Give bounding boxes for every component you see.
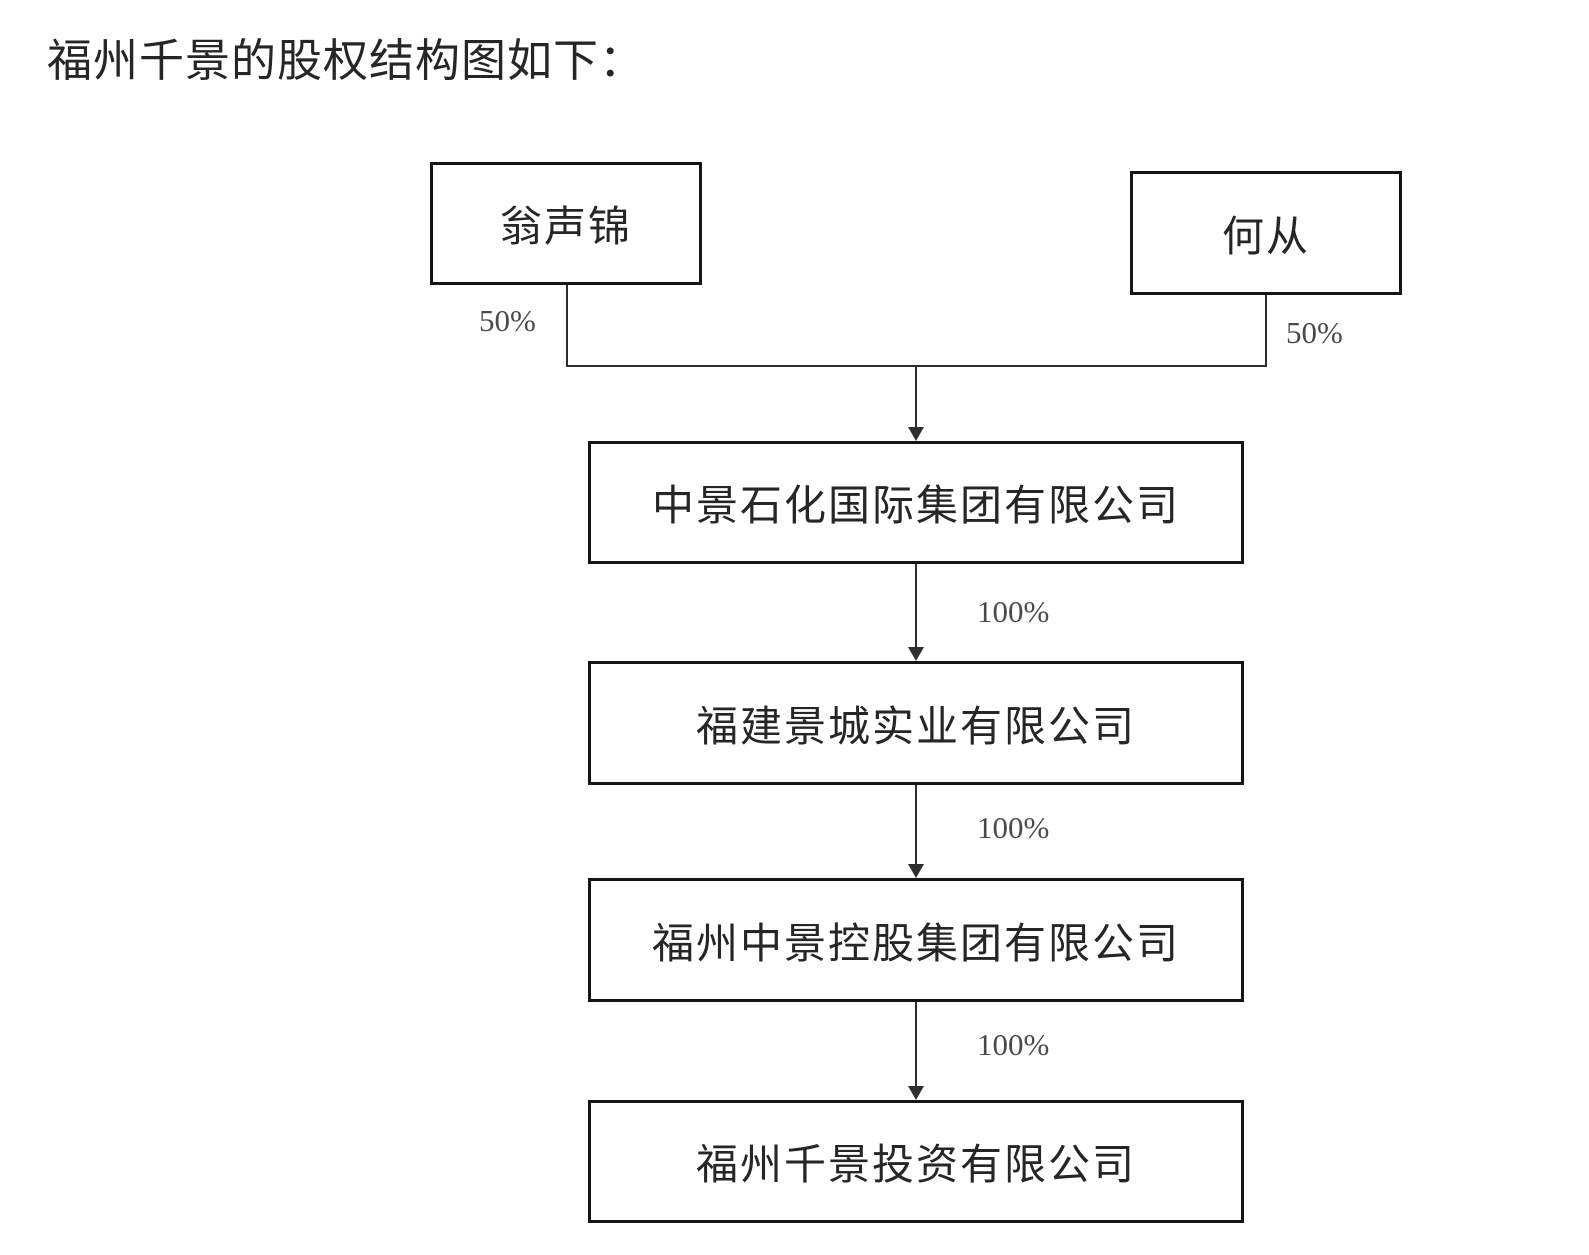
node-weng-shengjin: 翁声锦 — [430, 162, 702, 285]
ownership-percent-label: 100% — [977, 810, 1050, 845]
node-label: 中景石化国际集团有限公司 — [651, 484, 1180, 530]
ownership-percent-label: 50% — [479, 303, 536, 338]
node-label: 福州中景控股集团有限公司 — [651, 921, 1180, 968]
node-label: 福建景城实业有限公司 — [695, 704, 1136, 751]
connector-down — [915, 1002, 917, 1088]
arrow-down-icon — [908, 427, 924, 441]
node-label: 福州千景投资有限公司 — [695, 1143, 1136, 1189]
arrow-down-icon — [908, 864, 924, 878]
arrow-down-icon — [908, 647, 924, 661]
node-label: 何从 — [1221, 214, 1310, 261]
connector-he-down — [1265, 295, 1267, 367]
node-fuzhou-qianjing-investment: 福州千景投资有限公司 — [588, 1100, 1244, 1223]
ownership-percent-label: 100% — [977, 1027, 1050, 1062]
connector-merge-down — [915, 365, 917, 429]
page-title: 福州千景的股权结构图如下： — [47, 36, 646, 86]
ownership-percent-label: 100% — [977, 594, 1050, 629]
node-label: 翁声锦 — [499, 205, 632, 251]
node-he-cong: 何从 — [1130, 171, 1402, 295]
arrow-down-icon — [908, 1086, 924, 1100]
connector-down — [915, 564, 917, 649]
connector-weng-down — [566, 285, 568, 367]
node-zhongjing-petrochemical: 中景石化国际集团有限公司 — [588, 441, 1244, 564]
node-fuzhou-zhongjing-holding: 福州中景控股集团有限公司 — [588, 878, 1244, 1002]
ownership-percent-label: 50% — [1286, 315, 1343, 350]
node-fujian-jingcheng: 福建景城实业有限公司 — [588, 661, 1244, 785]
connector-down — [915, 785, 917, 866]
